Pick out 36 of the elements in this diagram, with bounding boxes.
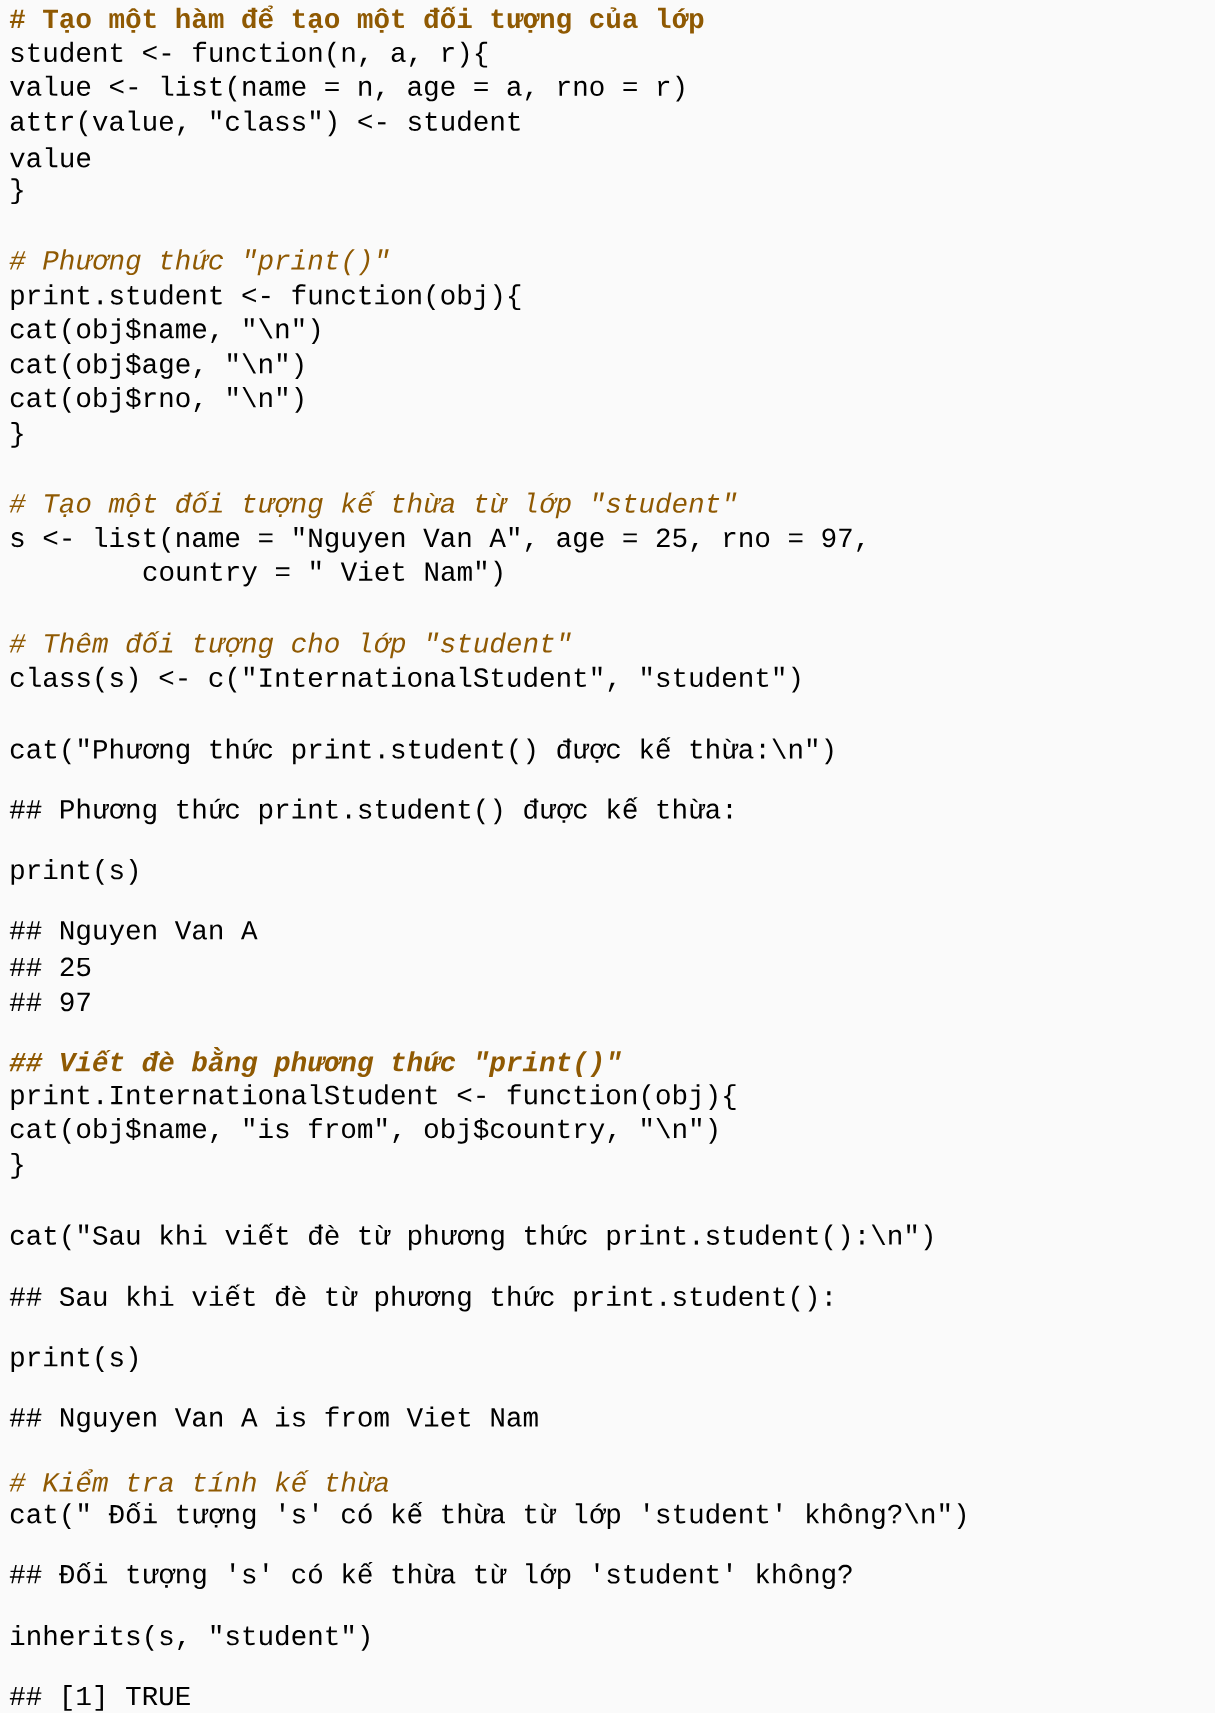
code-line: # Phương thức "print()" xyxy=(9,249,389,276)
code-line: } xyxy=(11,178,23,205)
code-line: } xyxy=(11,422,23,448)
code-line: # Tạo một đối tượng kế thừa từ lớp "student" xyxy=(9,491,737,519)
code-line: ## 25 xyxy=(9,957,91,977)
code-line: cat("Phương thức print.student() được kế thừa:\n") xyxy=(10,737,833,765)
code-line: ## Đối tượng 's' có kế thừa từ lớp 'student' không? xyxy=(9,1562,852,1590)
code-line: } xyxy=(11,1152,23,1179)
code-line: ## 97 xyxy=(9,992,90,1012)
code-line: ## Nguyen Van A xyxy=(9,921,258,946)
code-line: attr(value, "class") <- student xyxy=(10,110,520,137)
code-line: value xyxy=(10,147,91,168)
code-line: ## Viết đè bằng phương thức "print()" xyxy=(9,1047,621,1077)
code-line: cat(" Đối tượng 's' có kế thừa từ lớp 'student' không?\n") xyxy=(10,1502,965,1529)
code-line: # Tạo một hàm để tạo một đối tượng của lớp xyxy=(9,5,704,34)
code-line: # Thêm đối tượng cho lớp "student" xyxy=(9,631,571,659)
code-line: cat(obj$rno, "\n") xyxy=(10,387,303,413)
code-line: print.InternationalStudent <- function(obj){ xyxy=(11,1084,736,1110)
code-line: ## Phương thức print.student() được kế thừa: xyxy=(9,797,732,825)
code-line: print(s) xyxy=(11,1346,137,1373)
code-line: print(s) xyxy=(11,859,137,885)
code-line: cat(obj$name, "\n") xyxy=(10,318,320,344)
code-line: inherits(s, "student") xyxy=(11,1625,369,1651)
code-line: cat("Sau khi viết đè từ phương thức print.student():\n") xyxy=(10,1223,932,1251)
code-line: # Kiểm tra tính kế thừa xyxy=(9,1469,388,1492)
code-line: ## Sau khi viết đè từ phương thức print.student(): xyxy=(9,1284,831,1312)
code-line: student <- function(n, a, r){ xyxy=(11,41,488,68)
code-line: print.student <- function(obj){ xyxy=(11,284,521,311)
code-line: class(s) <- c("InternationalStudent", "student") xyxy=(10,666,800,693)
code-line: cat(obj$name, "is from", obj$country, "\n") xyxy=(10,1118,717,1144)
code-line: country = " Viet Nam") xyxy=(143,560,502,587)
code-line: cat(obj$age, "\n") xyxy=(10,353,303,379)
code-line: ## [1] TRUE xyxy=(9,1685,190,1711)
code-line: value <- list(name = n, age = a, rno = r) xyxy=(10,75,684,102)
code-line: ## Nguyen Van A is from Viet Nam xyxy=(9,1406,538,1433)
code-line: s <- list(name = "Nguyen Van A", age = 25, rno = 97, xyxy=(11,526,864,553)
